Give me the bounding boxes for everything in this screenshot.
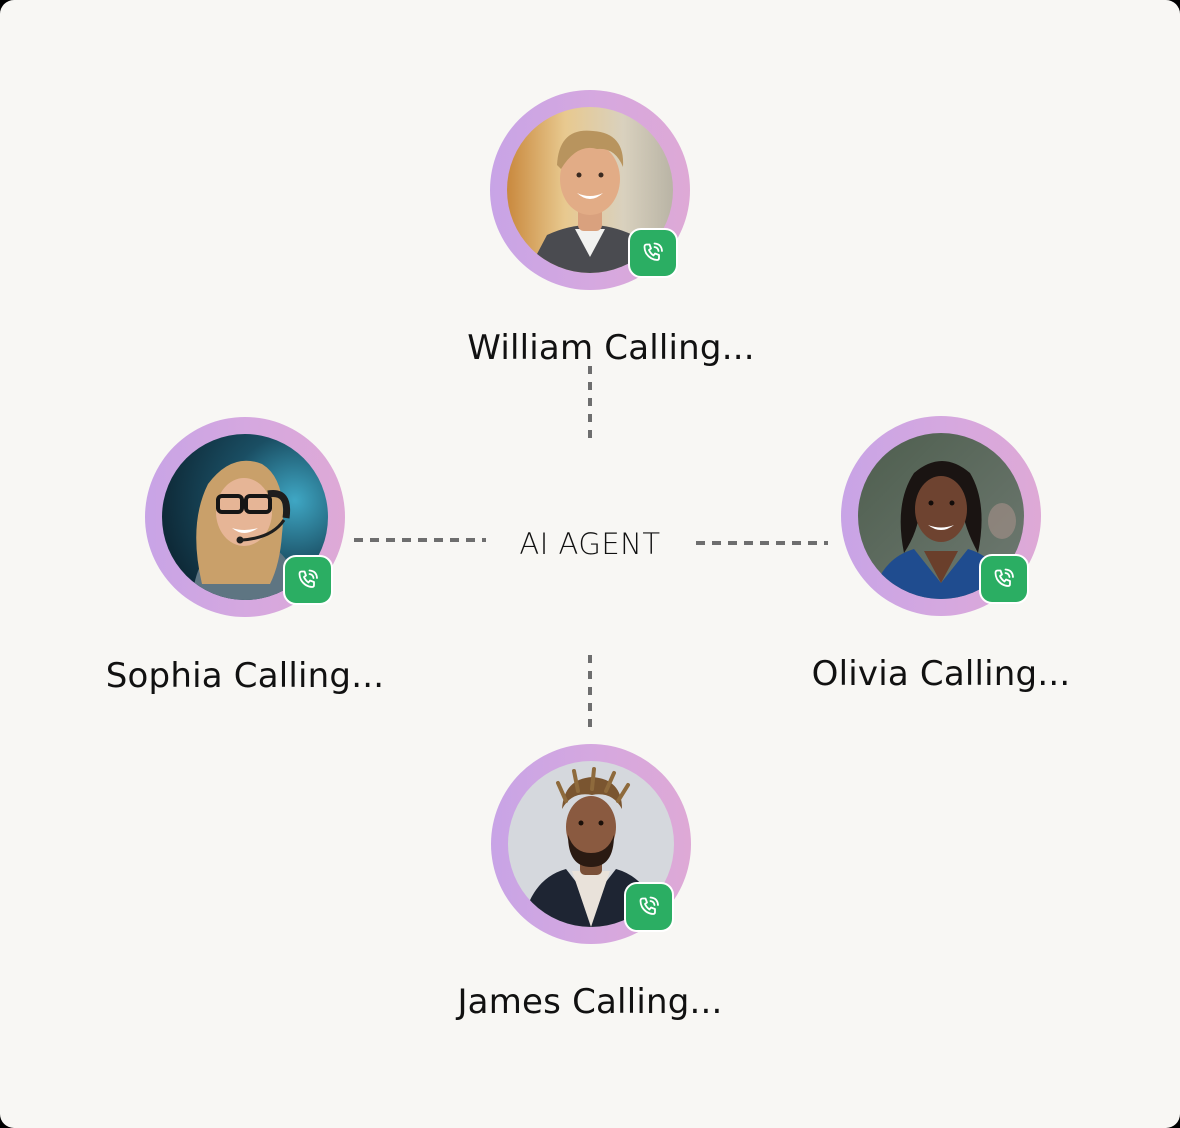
connector-top	[588, 366, 592, 438]
label-olivia: Olivia Calling...	[811, 654, 1071, 694]
phone-calling-icon	[643, 242, 663, 261]
label-william: William Calling...	[467, 328, 755, 368]
phone-calling-icon	[994, 568, 1014, 587]
label-james: James Calling...	[457, 982, 723, 1022]
avatar-sophia[interactable]	[145, 417, 345, 617]
phone-calling-icon	[298, 569, 318, 588]
phone-badge	[628, 228, 678, 278]
phone-badge	[624, 882, 674, 932]
connector-right	[696, 541, 828, 545]
label-sophia: Sophia Calling...	[105, 656, 385, 696]
avatar-william[interactable]	[490, 90, 690, 290]
avatar-olivia[interactable]	[841, 416, 1041, 616]
phone-calling-icon	[639, 896, 659, 915]
phone-badge	[283, 555, 333, 605]
phone-badge	[979, 554, 1029, 604]
connector-left	[354, 538, 486, 542]
ai-agent-label: AI AGENT	[519, 527, 661, 561]
connector-bottom	[588, 655, 592, 727]
avatar-james[interactable]	[491, 744, 691, 944]
person-photo-icon	[507, 107, 673, 273]
avatar-photo-william	[507, 107, 673, 273]
